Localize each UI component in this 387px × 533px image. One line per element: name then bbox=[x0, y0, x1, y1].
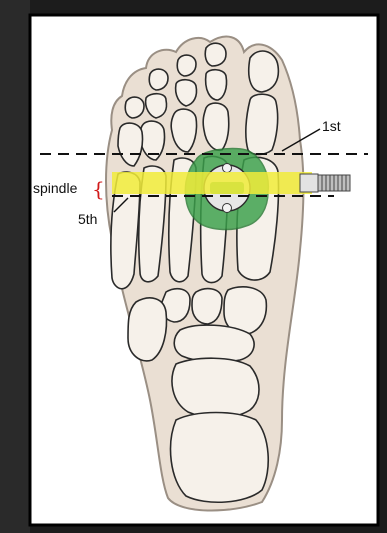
second-toe-distal bbox=[205, 43, 226, 66]
navicular bbox=[174, 325, 254, 362]
second-toe-middle bbox=[206, 70, 227, 100]
talus bbox=[172, 358, 259, 418]
cuneiform-intermediate bbox=[192, 289, 222, 324]
big-toe-distal bbox=[249, 51, 279, 92]
spindle-brace: { bbox=[92, 177, 105, 201]
calcaneus bbox=[171, 413, 269, 503]
left-shadow-strip bbox=[0, 0, 30, 533]
threaded-end bbox=[318, 175, 350, 191]
spindle bbox=[112, 172, 350, 194]
cleat-bolt-top bbox=[223, 164, 232, 173]
big-toe-proximal bbox=[246, 94, 278, 154]
label-5th: 5th bbox=[78, 211, 97, 227]
label-1st: 1st bbox=[322, 118, 341, 134]
spindle-shaft bbox=[300, 174, 318, 192]
third-toe-distal bbox=[177, 55, 196, 76]
label-spindle: spindle bbox=[33, 180, 78, 196]
fifth-toe-distal bbox=[125, 97, 144, 118]
fourth-toe-distal bbox=[149, 69, 168, 90]
cleat-bolt-bottom bbox=[223, 204, 232, 213]
spindle-band bbox=[112, 172, 312, 194]
